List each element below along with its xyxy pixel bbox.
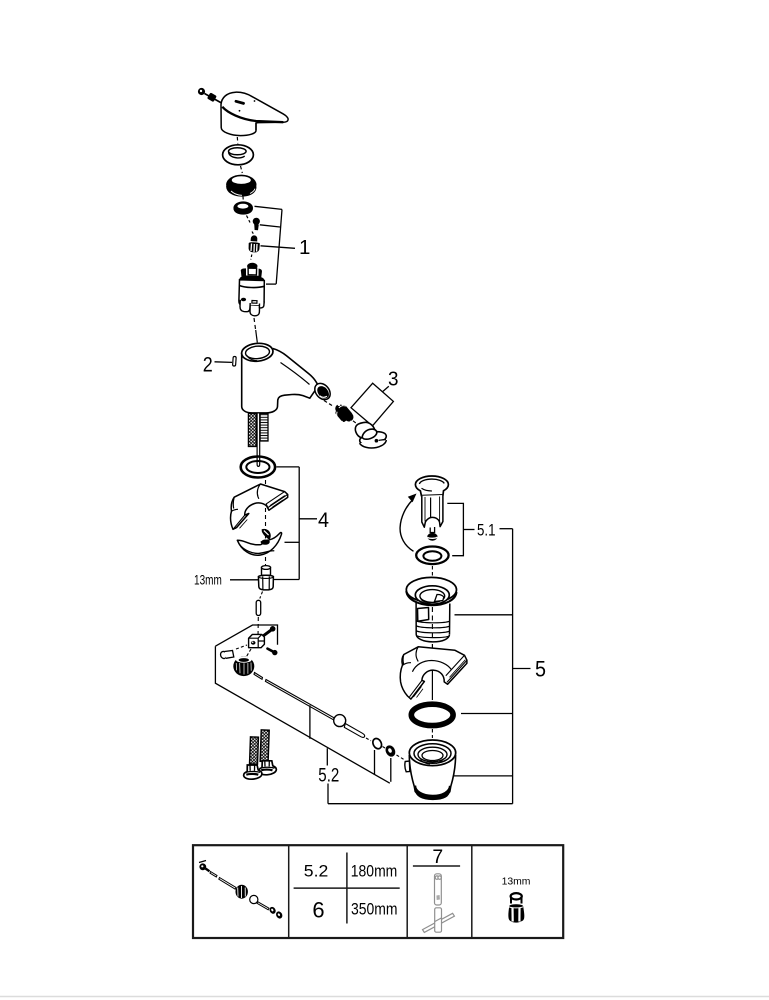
svg-text:5.1: 5.1 — [477, 521, 496, 539]
svg-text:6: 6 — [312, 898, 324, 923]
svg-text:180mm: 180mm — [351, 862, 398, 881]
svg-text:2: 2 — [203, 353, 213, 376]
svg-text:5.2: 5.2 — [318, 765, 339, 786]
svg-text:13mm: 13mm — [502, 876, 531, 887]
svg-text:1: 1 — [299, 236, 310, 259]
svg-text:4: 4 — [318, 509, 329, 532]
svg-text:13mm: 13mm — [194, 572, 222, 587]
svg-text:5: 5 — [535, 657, 546, 682]
svg-text:5.2: 5.2 — [304, 862, 329, 881]
svg-text:3: 3 — [388, 368, 399, 391]
svg-text:350mm: 350mm — [351, 900, 398, 919]
svg-text:7: 7 — [432, 846, 443, 868]
